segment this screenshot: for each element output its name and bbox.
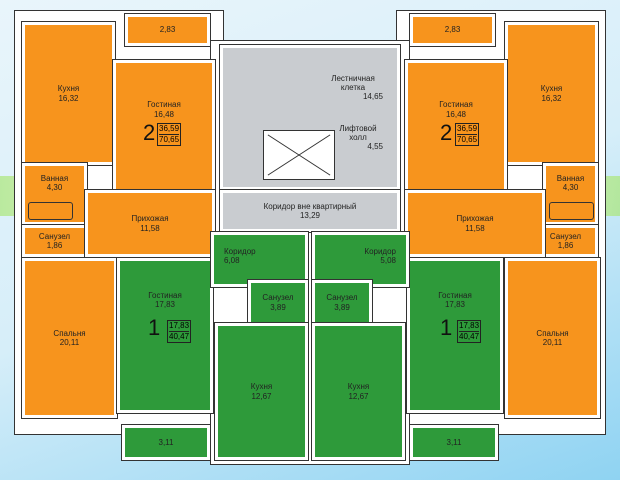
room-label: Кухня	[250, 382, 273, 392]
room-label: Гостиная	[439, 100, 473, 110]
room-label: Санузел	[549, 231, 582, 241]
area-label: 4,30	[46, 183, 63, 192]
area-label: 5,08	[380, 256, 396, 266]
area-label: 12,67	[251, 391, 272, 401]
area-label: 6,08	[224, 256, 240, 266]
living-area: 17,83	[169, 321, 190, 332]
room-label: Коридор	[224, 247, 256, 256]
area-label: 4,30	[562, 183, 579, 192]
room-label: Кухня	[57, 84, 80, 94]
area-label: 2,83	[444, 25, 461, 35]
area-label: 3,11	[446, 437, 462, 447]
area-label: 17,83	[444, 300, 466, 310]
elevator-shaft-icon	[263, 130, 335, 180]
room-label: Лифтовой холл	[339, 123, 377, 142]
room-label: Гостиная	[438, 291, 472, 300]
left-balcony[interactable]: 2,83	[125, 14, 210, 46]
left-1r-balcony[interactable]: 3,11	[122, 425, 210, 460]
area-label: 16,32	[58, 93, 79, 103]
area-label: 1,86	[46, 241, 63, 250]
room-label: Лестничная клетка	[331, 74, 375, 93]
area-label: 20,11	[59, 338, 80, 347]
room-label: Спальня	[536, 328, 569, 338]
living-area: 17,83	[459, 321, 480, 332]
room-label: Кухня	[540, 84, 563, 94]
room-label: Кухня	[347, 382, 370, 392]
area-label: 1,86	[557, 241, 574, 250]
area-label: 3,11	[158, 437, 174, 447]
area-label: 3,89	[270, 302, 286, 312]
room-label: Ванная	[556, 173, 585, 183]
room-label: Гостиная	[148, 291, 182, 300]
area-label: 2,83	[159, 25, 176, 35]
total-area: 40,47	[459, 332, 480, 341]
room-label: Санузел	[326, 293, 358, 303]
area-label: 20,11	[542, 338, 563, 347]
total-area: 40,47	[169, 332, 190, 341]
bathtub-icon	[28, 202, 73, 220]
room-count: 1	[440, 315, 453, 340]
area-label: 16,32	[541, 93, 562, 103]
area-label: 11,58	[465, 223, 485, 233]
living-area: 36,59	[159, 124, 180, 135]
area-label: 4,55	[367, 141, 383, 151]
room-label: Санузел	[262, 293, 294, 303]
living-area: 36,59	[457, 124, 478, 135]
right-1r-balcony[interactable]: 3,11	[410, 425, 498, 460]
area-label: 17,83	[154, 300, 176, 310]
room-count: 1	[148, 315, 161, 340]
room-label: Прихожая	[131, 214, 169, 224]
room-label: Гостиная	[147, 100, 181, 110]
area-label: 16,48	[445, 109, 467, 119]
room-label: Санузел	[38, 231, 71, 241]
room-count: 2	[440, 120, 453, 145]
area-label: 16,48	[153, 109, 175, 119]
room-count: 2	[143, 120, 156, 145]
bathtub-icon	[549, 202, 594, 220]
area-label: 11,58	[140, 223, 160, 233]
room-label: Ванная	[40, 173, 69, 183]
area-label: 14,65	[362, 92, 383, 102]
total-area: 70,65	[457, 135, 478, 144]
total-area: 70,65	[159, 135, 180, 144]
room-label: Прихожая	[456, 214, 494, 224]
room-label: Коридор	[364, 247, 396, 256]
area-label: 3,89	[334, 302, 350, 312]
area-label: 12,67	[348, 391, 369, 401]
room-label: Коридор вне квартирный	[263, 201, 357, 211]
room-label: Спальня	[53, 328, 86, 338]
area-label: 13,29	[299, 211, 321, 220]
right-balcony[interactable]: 2,83	[410, 14, 495, 46]
